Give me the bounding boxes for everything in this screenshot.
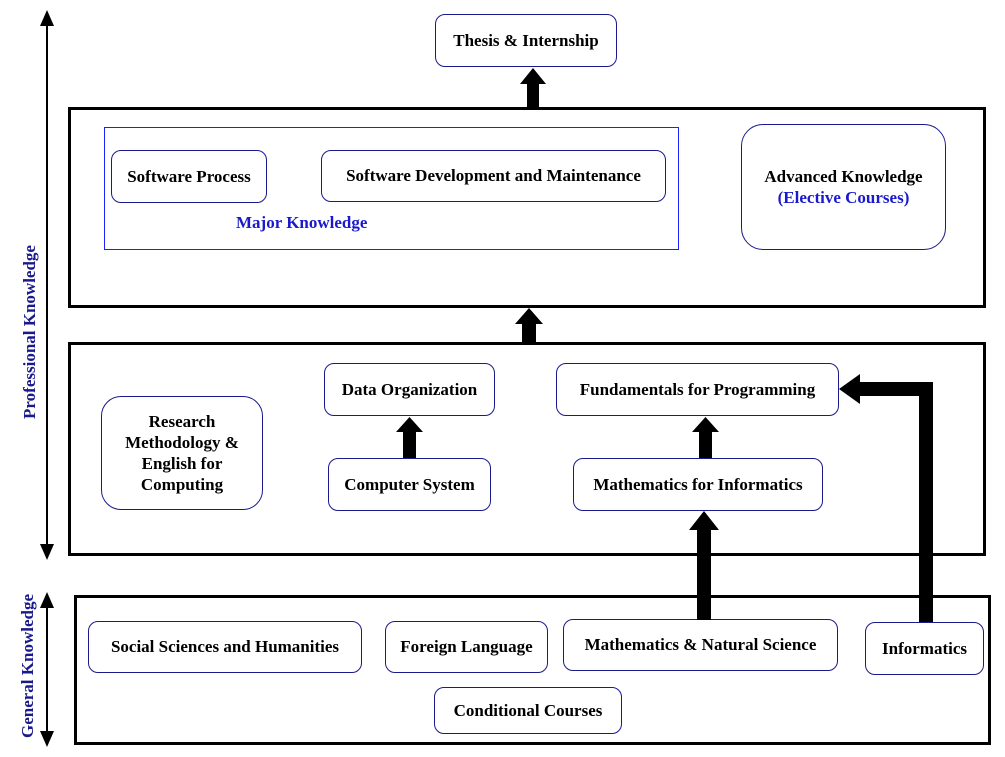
data-organization-node: Data Organization [324,363,495,416]
research-methodology-node: Research Methodology & English for Compu… [101,396,263,510]
arrow-to-upper-frame [515,308,543,343]
research-line-3: English for [141,454,223,473]
general-axis-arrow [40,592,54,747]
conditional-courses-label: Conditional Courses [453,700,603,720]
social-sciences-label: Social Sciences and Humanities [110,637,340,657]
research-line-1: Research [148,411,216,431]
conditional-courses-node: Conditional Courses [434,687,622,734]
advanced-knowledge-label: Advanced Knowledge [764,166,923,186]
software-process-node: Software Process [111,150,267,203]
thesis-internship-node: Thesis & Internship [435,14,617,67]
social-sciences-node: Social Sciences and Humanities [88,621,362,673]
mathematics-informatics-label: Mathematics for Informatics [593,474,803,494]
foreign-language-label: Foreign Language [400,637,533,657]
arrow-informatics-to-fundamentals [839,374,933,622]
research-line-4: Computing [140,475,224,495]
elective-courses-label: (Elective Courses) [777,188,910,207]
major-knowledge-group [104,127,679,250]
software-process-label: Software Process [127,166,251,186]
arrow-computer-to-data [396,417,423,458]
mathematics-natural-science-node: Mathematics & Natural Science [563,619,838,671]
mathematics-natural-science-label: Mathematics & Natural Science [584,635,817,655]
software-development-label: Software Development and Maintenance [346,166,641,186]
data-organization-label: Data Organization [341,379,478,399]
fundamentals-programming-label: Fundamentals for Programming [579,379,816,399]
arrow-math-to-fundamentals [692,417,719,458]
thesis-internship-label: Thesis & Internship [453,30,599,50]
arrow-to-thesis [520,68,546,109]
computer-system-node: Computer System [328,458,491,511]
mathematics-informatics-node: Mathematics for Informatics [573,458,823,511]
foreign-language-node: Foreign Language [385,621,548,673]
professional-axis-arrow [40,10,54,560]
software-development-node: Software Development and Maintenance [321,150,666,202]
arrow-natural-to-math-informatics [689,511,719,620]
major-knowledge-label: Major Knowledge [236,213,368,232]
advanced-knowledge-node: Advanced Knowledge (Elective Courses) [741,124,946,250]
computer-system-label: Computer System [344,474,475,494]
informatics-node: Informatics [865,622,984,675]
informatics-label: Informatics [882,638,967,658]
research-line-2: Methodology & [125,432,239,452]
fundamentals-programming-node: Fundamentals for Programming [556,363,839,416]
